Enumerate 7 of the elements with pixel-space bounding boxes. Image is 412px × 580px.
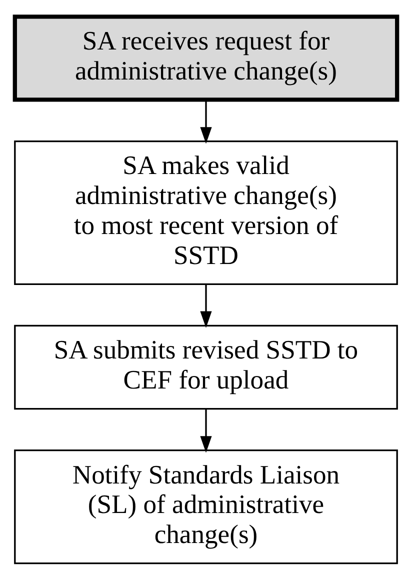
arrow <box>200 100 212 144</box>
node-box: SA submits revised SSTD to CEF for upload <box>14 324 398 410</box>
arrow <box>200 284 212 328</box>
node-box: SA receives request for administrative change(s) <box>12 14 400 102</box>
node-box: Notify Standards Liaison (SL) of administrative change(s) <box>14 450 398 564</box>
node-box: SA makes valid administrative change(s) to most recent version of SSTD <box>14 140 398 286</box>
arrow <box>200 409 212 453</box>
